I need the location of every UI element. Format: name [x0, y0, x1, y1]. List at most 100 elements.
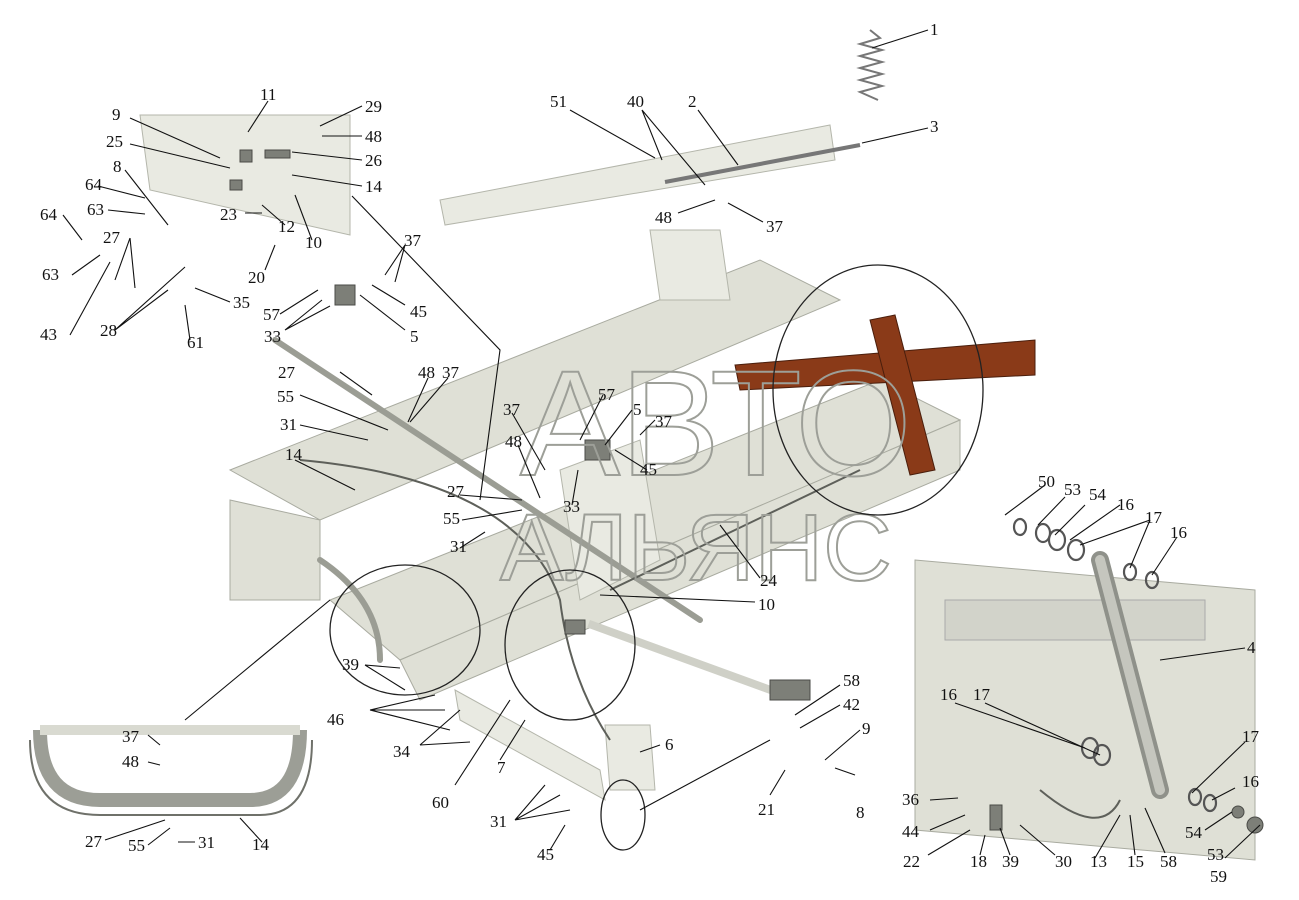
callout-15: 15	[1127, 852, 1144, 871]
callout-40: 40	[627, 92, 644, 111]
callout-44: 44	[902, 822, 920, 841]
callout-4: 4	[1247, 638, 1256, 657]
callout-45: 45	[410, 302, 427, 321]
callout-37: 37	[655, 412, 673, 431]
callout-17: 17	[973, 685, 991, 704]
callout-37: 37	[122, 727, 140, 746]
callout-16: 16	[1242, 772, 1259, 791]
callout-1: 1	[930, 20, 939, 39]
callout-48: 48	[365, 127, 382, 146]
callout-63: 63	[87, 200, 104, 219]
callout-16: 16	[1170, 523, 1187, 542]
callout-58: 58	[1160, 852, 1177, 871]
callout-31: 31	[490, 812, 507, 831]
callout-37: 37	[766, 217, 784, 236]
callout-39: 39	[1002, 852, 1019, 871]
callout-17: 17	[1145, 508, 1163, 527]
callout-61: 61	[187, 333, 204, 352]
callout-3: 3	[930, 117, 939, 136]
callout-64: 64	[85, 175, 103, 194]
callout-14: 14	[285, 445, 303, 464]
callout-54: 54	[1089, 485, 1107, 504]
callout-51: 51	[550, 92, 567, 111]
callout-53: 53	[1064, 480, 1081, 499]
callout-33: 33	[563, 497, 580, 516]
callout-63: 63	[42, 265, 59, 284]
callout-8: 8	[113, 157, 122, 176]
callout-48: 48	[418, 363, 435, 382]
callout-24: 24	[760, 571, 778, 590]
watermark-line2: АЛЬЯНС	[500, 495, 892, 601]
washer-group	[1012, 517, 1218, 813]
callout-25: 25	[106, 132, 123, 151]
callout-9: 9	[862, 719, 871, 738]
callout-43: 43	[40, 325, 57, 344]
callout-34: 34	[393, 742, 411, 761]
callout-13: 13	[1090, 852, 1107, 871]
callout-59: 59	[1210, 867, 1227, 886]
callout-16: 16	[940, 685, 957, 704]
callout-14: 14	[252, 835, 270, 854]
callout-45: 45	[640, 460, 657, 479]
watermark-line1: АВТО	[520, 339, 912, 507]
frame-artwork	[29, 29, 1264, 861]
callout-8: 8	[856, 803, 865, 822]
callout-12: 12	[278, 217, 295, 236]
callout-37: 37	[404, 231, 422, 250]
callout-48: 48	[655, 208, 672, 227]
callout-57: 57	[598, 385, 616, 404]
callout-33: 33	[264, 327, 281, 346]
callout-37: 37	[503, 400, 521, 419]
callout-48: 48	[122, 752, 139, 771]
callout-11: 11	[260, 85, 276, 104]
callout-5: 5	[410, 327, 419, 346]
callout-45: 45	[537, 845, 554, 864]
callout-21: 21	[758, 800, 775, 819]
detail-circles	[329, 264, 984, 851]
callout-42: 42	[843, 695, 860, 714]
callout-30: 30	[1055, 852, 1072, 871]
callout-27: 27	[447, 482, 465, 501]
callout-27: 27	[278, 363, 296, 382]
callout-46: 46	[327, 710, 344, 729]
callout-29: 29	[365, 97, 382, 116]
callout-55: 55	[277, 387, 294, 406]
callout-31: 31	[450, 537, 467, 556]
callout-50: 50	[1038, 472, 1055, 491]
callout-labels: 1 3 2 51 40 48 37 11 29 48 9 25 26 8 14 …	[40, 20, 1260, 886]
callout-23: 23	[220, 205, 237, 224]
callout-27: 27	[85, 832, 103, 851]
callout-6: 6	[665, 735, 674, 754]
callout-35: 35	[233, 293, 250, 312]
callout-27: 27	[103, 228, 121, 247]
callout-18: 18	[970, 852, 987, 871]
callout-36: 36	[902, 790, 919, 809]
callout-5: 5	[633, 400, 642, 419]
callout-48: 48	[505, 432, 522, 451]
callout-53: 53	[1207, 845, 1224, 864]
callout-54: 54	[1185, 823, 1203, 842]
callout-31: 31	[280, 415, 297, 434]
callout-16: 16	[1117, 495, 1134, 514]
callout-31: 31	[198, 833, 215, 852]
callout-28: 28	[100, 321, 117, 340]
callout-37: 37	[442, 363, 460, 382]
callout-58: 58	[843, 671, 860, 690]
leader-lines	[62, 29, 1261, 859]
callout-55: 55	[128, 836, 145, 855]
callout-55: 55	[443, 509, 460, 528]
callout-14: 14	[365, 177, 383, 196]
callout-17: 17	[1242, 727, 1260, 746]
callout-57: 57	[263, 305, 281, 324]
callout-22: 22	[903, 852, 920, 871]
callout-7: 7	[497, 758, 506, 777]
callout-20: 20	[248, 268, 265, 287]
callout-60: 60	[432, 793, 449, 812]
callout-39: 39	[342, 655, 359, 674]
callout-10: 10	[758, 595, 775, 614]
callout-10: 10	[305, 233, 322, 252]
callout-9: 9	[112, 105, 121, 124]
callout-2: 2	[688, 92, 697, 111]
callout-64: 64	[40, 205, 58, 224]
